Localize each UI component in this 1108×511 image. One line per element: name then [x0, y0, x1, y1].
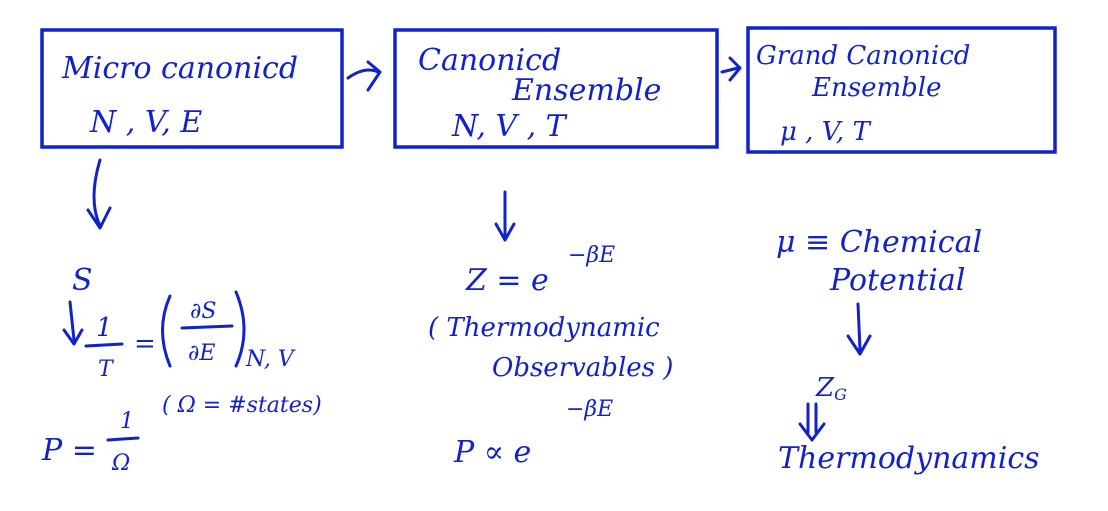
deriv-numerator: ∂S — [190, 299, 216, 324]
inv-temp-numerator: 1 — [96, 313, 113, 343]
deriv-left-paren — [161, 294, 172, 368]
microcanonical-title: Micro canonicd — [61, 51, 298, 86]
arrow-micro-to-canonical-head — [366, 60, 382, 92]
grand-down-arrow-head — [846, 334, 872, 356]
deriv-right-paren — [234, 290, 246, 368]
entropy-down-arrow — [68, 300, 76, 342]
observables-line2: Observables ) — [492, 353, 673, 383]
canonical-box — [393, 28, 719, 149]
inv-temp-fraction-bar — [84, 342, 124, 348]
grand-title-line1: Grand Canonicd — [756, 41, 970, 71]
grand-canonical-box — [746, 26, 1057, 154]
observables-line1: ( Thermodynamic — [428, 313, 660, 343]
micro-down-arrow — [92, 158, 102, 228]
grand-vars: μ , V, T — [780, 117, 871, 147]
prob-numerator: 1 — [120, 409, 134, 434]
arrow-canonical-to-grand-head — [728, 56, 742, 82]
entropy-symbol: S — [72, 263, 93, 298]
inv-temp-denominator: T — [98, 357, 115, 382]
deriv-denominator: ∂E — [188, 341, 215, 366]
canonical-title-line1: Canonicd — [418, 43, 561, 78]
mu-definition-line2: Potential — [829, 263, 965, 298]
canonical-vars: N, V , T — [451, 109, 568, 144]
grand-partition: ZG — [815, 373, 847, 404]
grand-down-arrow — [856, 302, 862, 352]
implies-double-stem — [806, 402, 818, 434]
arrow-micro-to-canonical — [346, 68, 380, 80]
microcanonical-vars: N , V, E — [89, 105, 202, 140]
mu-definition-line1: μ ≡ Chemical — [776, 225, 982, 260]
micro-down-arrow-head — [86, 206, 112, 230]
partition-function: Z = e — [465, 263, 549, 298]
entropy-down-arrow-head — [62, 328, 84, 346]
grand-title-line2: Ensemble — [811, 73, 941, 103]
equals-sign: = — [134, 329, 156, 359]
partition-exponent: −βE — [568, 243, 615, 268]
prob-lhs: P = — [41, 433, 97, 468]
implies-arrow-head — [798, 422, 826, 442]
deriv-subscript: N, V — [245, 347, 296, 372]
prob-denominator: Ω — [111, 451, 130, 476]
canonical-probability: P ∝ e — [453, 435, 531, 470]
thermodynamics-label: Thermodynamics — [778, 441, 1040, 476]
deriv-fraction-bar — [180, 324, 234, 330]
prob-fraction-bar — [106, 436, 140, 442]
canonical-prob-exponent: −βE — [566, 397, 613, 422]
arrow-canonical-to-grand — [720, 66, 740, 74]
omega-note: ( Ω = #states) — [162, 393, 322, 418]
canonical-title-line2: Ensemble — [511, 73, 661, 108]
canonical-down-arrow-head — [494, 222, 516, 242]
microcanonical-box — [40, 28, 344, 149]
